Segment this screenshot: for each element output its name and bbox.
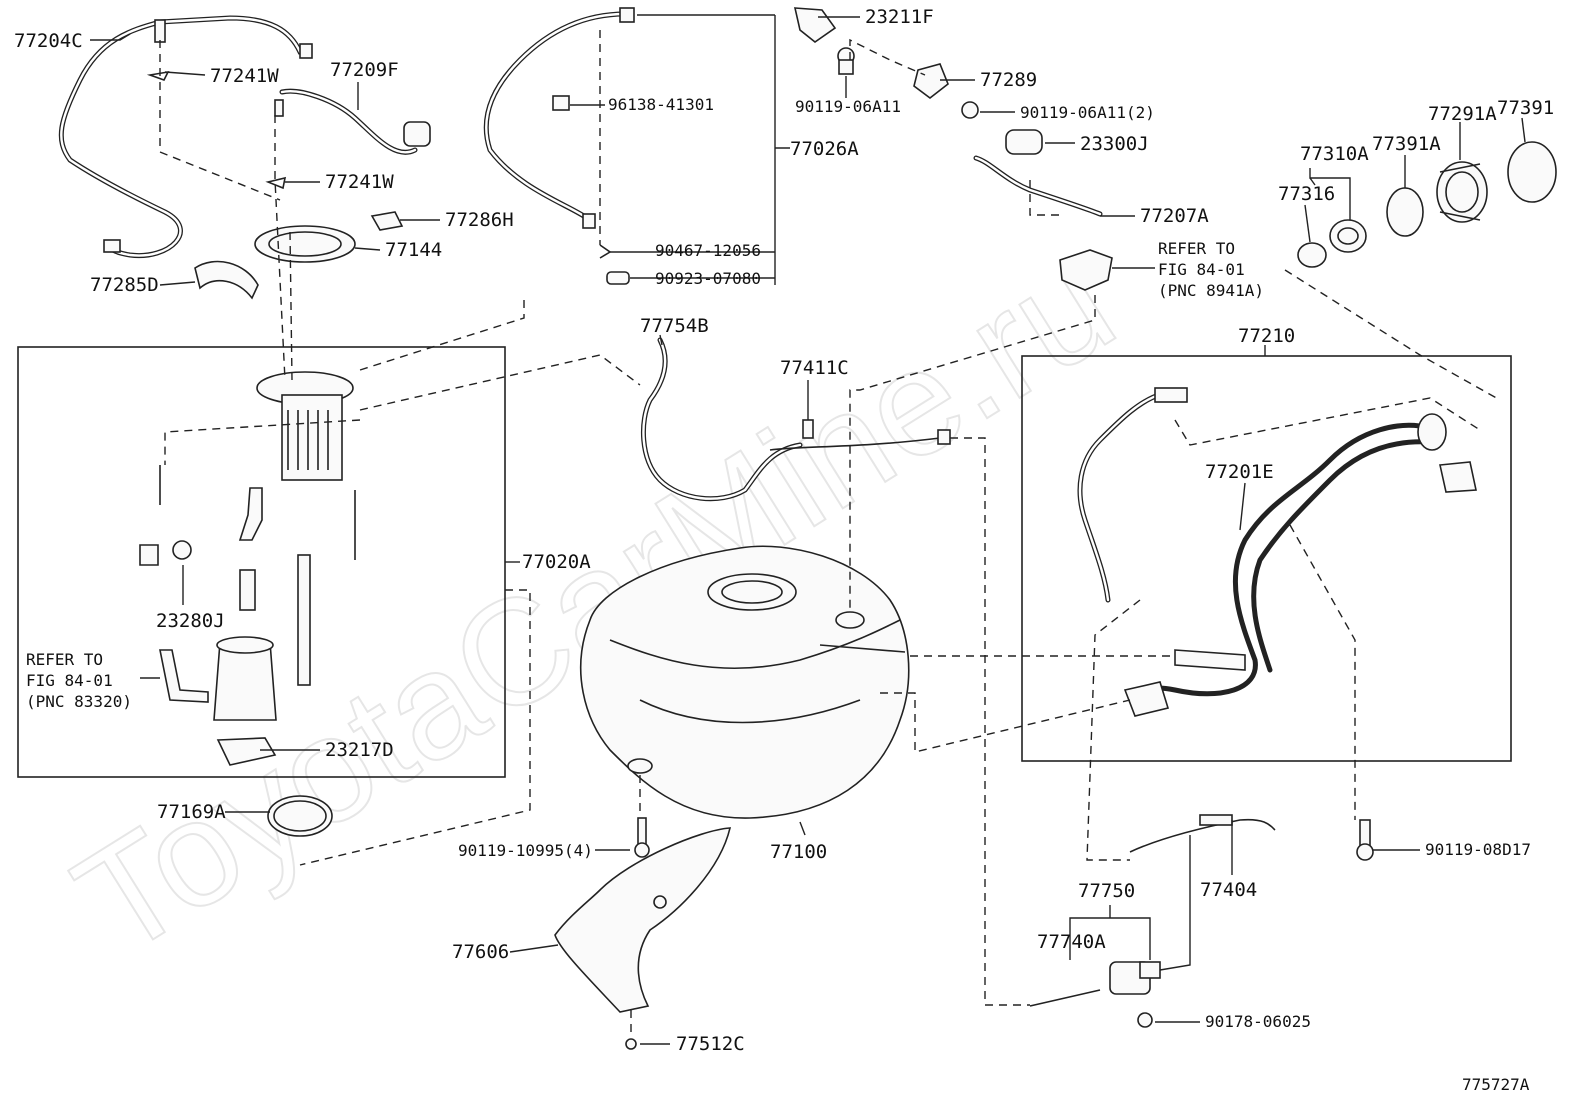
label-77100: 77100 xyxy=(770,841,827,863)
cap-77310A xyxy=(1329,219,1367,253)
valve-77289 xyxy=(913,63,949,100)
label-77210: 77210 xyxy=(1238,325,1295,347)
tube-77411C xyxy=(769,419,951,451)
gasket-77391 xyxy=(1507,141,1557,203)
tube-77207A xyxy=(973,155,1103,217)
filter-23300J xyxy=(1005,129,1043,155)
label-77391A: 77391A xyxy=(1372,133,1441,155)
label-77411C: 77411C xyxy=(780,357,849,379)
hose-77754B xyxy=(640,337,803,502)
label-90119-06A11: 90119-06A11 xyxy=(795,97,901,116)
label-90119-10995-4: 90119-10995(4) xyxy=(458,841,593,860)
bolt-90119-06A11-2 xyxy=(961,101,979,119)
label-23217D: 23217D xyxy=(325,739,394,761)
refer-right-line3: (PNC 8941A) xyxy=(1158,281,1264,300)
label-77404: 77404 xyxy=(1200,879,1257,901)
leader-lines xyxy=(90,14,1526,1045)
label-90923-07080: 90923-07080 xyxy=(655,269,761,288)
hose-77209F xyxy=(274,88,431,155)
nut-77512C xyxy=(625,1038,637,1050)
bolt-90119-10995 xyxy=(634,817,650,858)
label-23211F: 23211F xyxy=(865,6,934,28)
label-77754B: 77754B xyxy=(640,315,709,337)
inlet-77291A xyxy=(1436,161,1488,223)
label-90119-06A11-2: 90119-06A11(2) xyxy=(1020,103,1155,122)
refer-left-line1: REFER TO xyxy=(26,650,103,669)
label-77286H: 77286H xyxy=(445,209,514,231)
protector-77285D xyxy=(194,260,259,300)
label-90467-12056: 90467-12056 xyxy=(655,241,761,260)
tube-77404 xyxy=(1129,814,1276,853)
label-90119-08D17: 90119-08D17 xyxy=(1425,840,1531,859)
protector-77606 xyxy=(554,827,732,1013)
label-77291A: 77291A xyxy=(1428,103,1497,125)
nut-90178-06025 xyxy=(1137,1012,1153,1028)
filler-pipe-assembly-box xyxy=(1021,355,1512,762)
label-77391: 77391 xyxy=(1497,97,1554,119)
label-77606: 77606 xyxy=(452,941,509,963)
valve-assembly-ref xyxy=(1059,249,1113,291)
canister-77740A xyxy=(1029,961,1161,1007)
label-77241W-b: 77241W xyxy=(325,171,394,193)
label-77750: 77750 xyxy=(1078,880,1135,902)
label-77241W-a: 77241W xyxy=(210,65,279,87)
figure-number: 775727A xyxy=(1462,1075,1530,1094)
label-77020A: 77020A xyxy=(522,551,591,573)
label-77204C: 77204C xyxy=(14,30,83,52)
label-77310A: 77310A xyxy=(1300,143,1369,165)
bracket-77286H xyxy=(370,211,404,231)
bracket-23211F xyxy=(793,7,837,43)
clip-77241W-a xyxy=(146,70,170,81)
bolt-90119-08D17 xyxy=(1356,819,1374,861)
label-77209F: 77209F xyxy=(330,59,399,81)
label-77207A: 77207A xyxy=(1140,205,1209,227)
part-labels: 77204C 77241W 77209F 77241W 77286H 77144… xyxy=(14,6,1554,1094)
label-77512C: 77512C xyxy=(676,1033,745,1055)
clip-77241W-b xyxy=(265,176,287,190)
dashed-relation-lines xyxy=(159,30,1501,1036)
refer-left-line2: FIG 84-01 xyxy=(26,671,113,690)
label-77740A: 77740A xyxy=(1037,931,1106,953)
label-77169A: 77169A xyxy=(157,801,226,823)
gasket-77391A xyxy=(1386,187,1424,237)
refer-left-line3: (PNC 83320) xyxy=(26,692,132,711)
label-23280J: 23280J xyxy=(156,610,225,632)
bolt-90119-06A11 xyxy=(837,47,855,75)
gasket-77169A xyxy=(267,795,333,837)
retainer-ring-77144 xyxy=(254,225,356,263)
label-77026A: 77026A xyxy=(790,138,859,160)
label-77201E: 77201E xyxy=(1205,461,1274,483)
label-90178-06025: 90178-06025 xyxy=(1205,1012,1311,1031)
label-77144: 77144 xyxy=(385,239,442,261)
label-77316: 77316 xyxy=(1278,183,1335,205)
label-77285D: 77285D xyxy=(90,274,159,296)
label-96138-41301: 96138-41301 xyxy=(608,95,714,114)
refer-right-line2: FIG 84-01 xyxy=(1158,260,1245,279)
vent-tube-group xyxy=(1077,387,1188,603)
vent-hose-77204C xyxy=(58,15,313,259)
watermark-text: ToyotaCarMine.ru xyxy=(48,217,1141,987)
refer-right-line1: REFER TO xyxy=(1158,239,1235,258)
hose-77026A xyxy=(483,7,635,285)
fuel-tank-77100 xyxy=(579,545,910,819)
fuel-pump-module xyxy=(139,371,356,766)
label-77289: 77289 xyxy=(980,69,1037,91)
gasket-77316 xyxy=(1297,242,1327,268)
label-23300J: 23300J xyxy=(1080,133,1149,155)
filler-pipe-77201E xyxy=(1123,413,1477,717)
